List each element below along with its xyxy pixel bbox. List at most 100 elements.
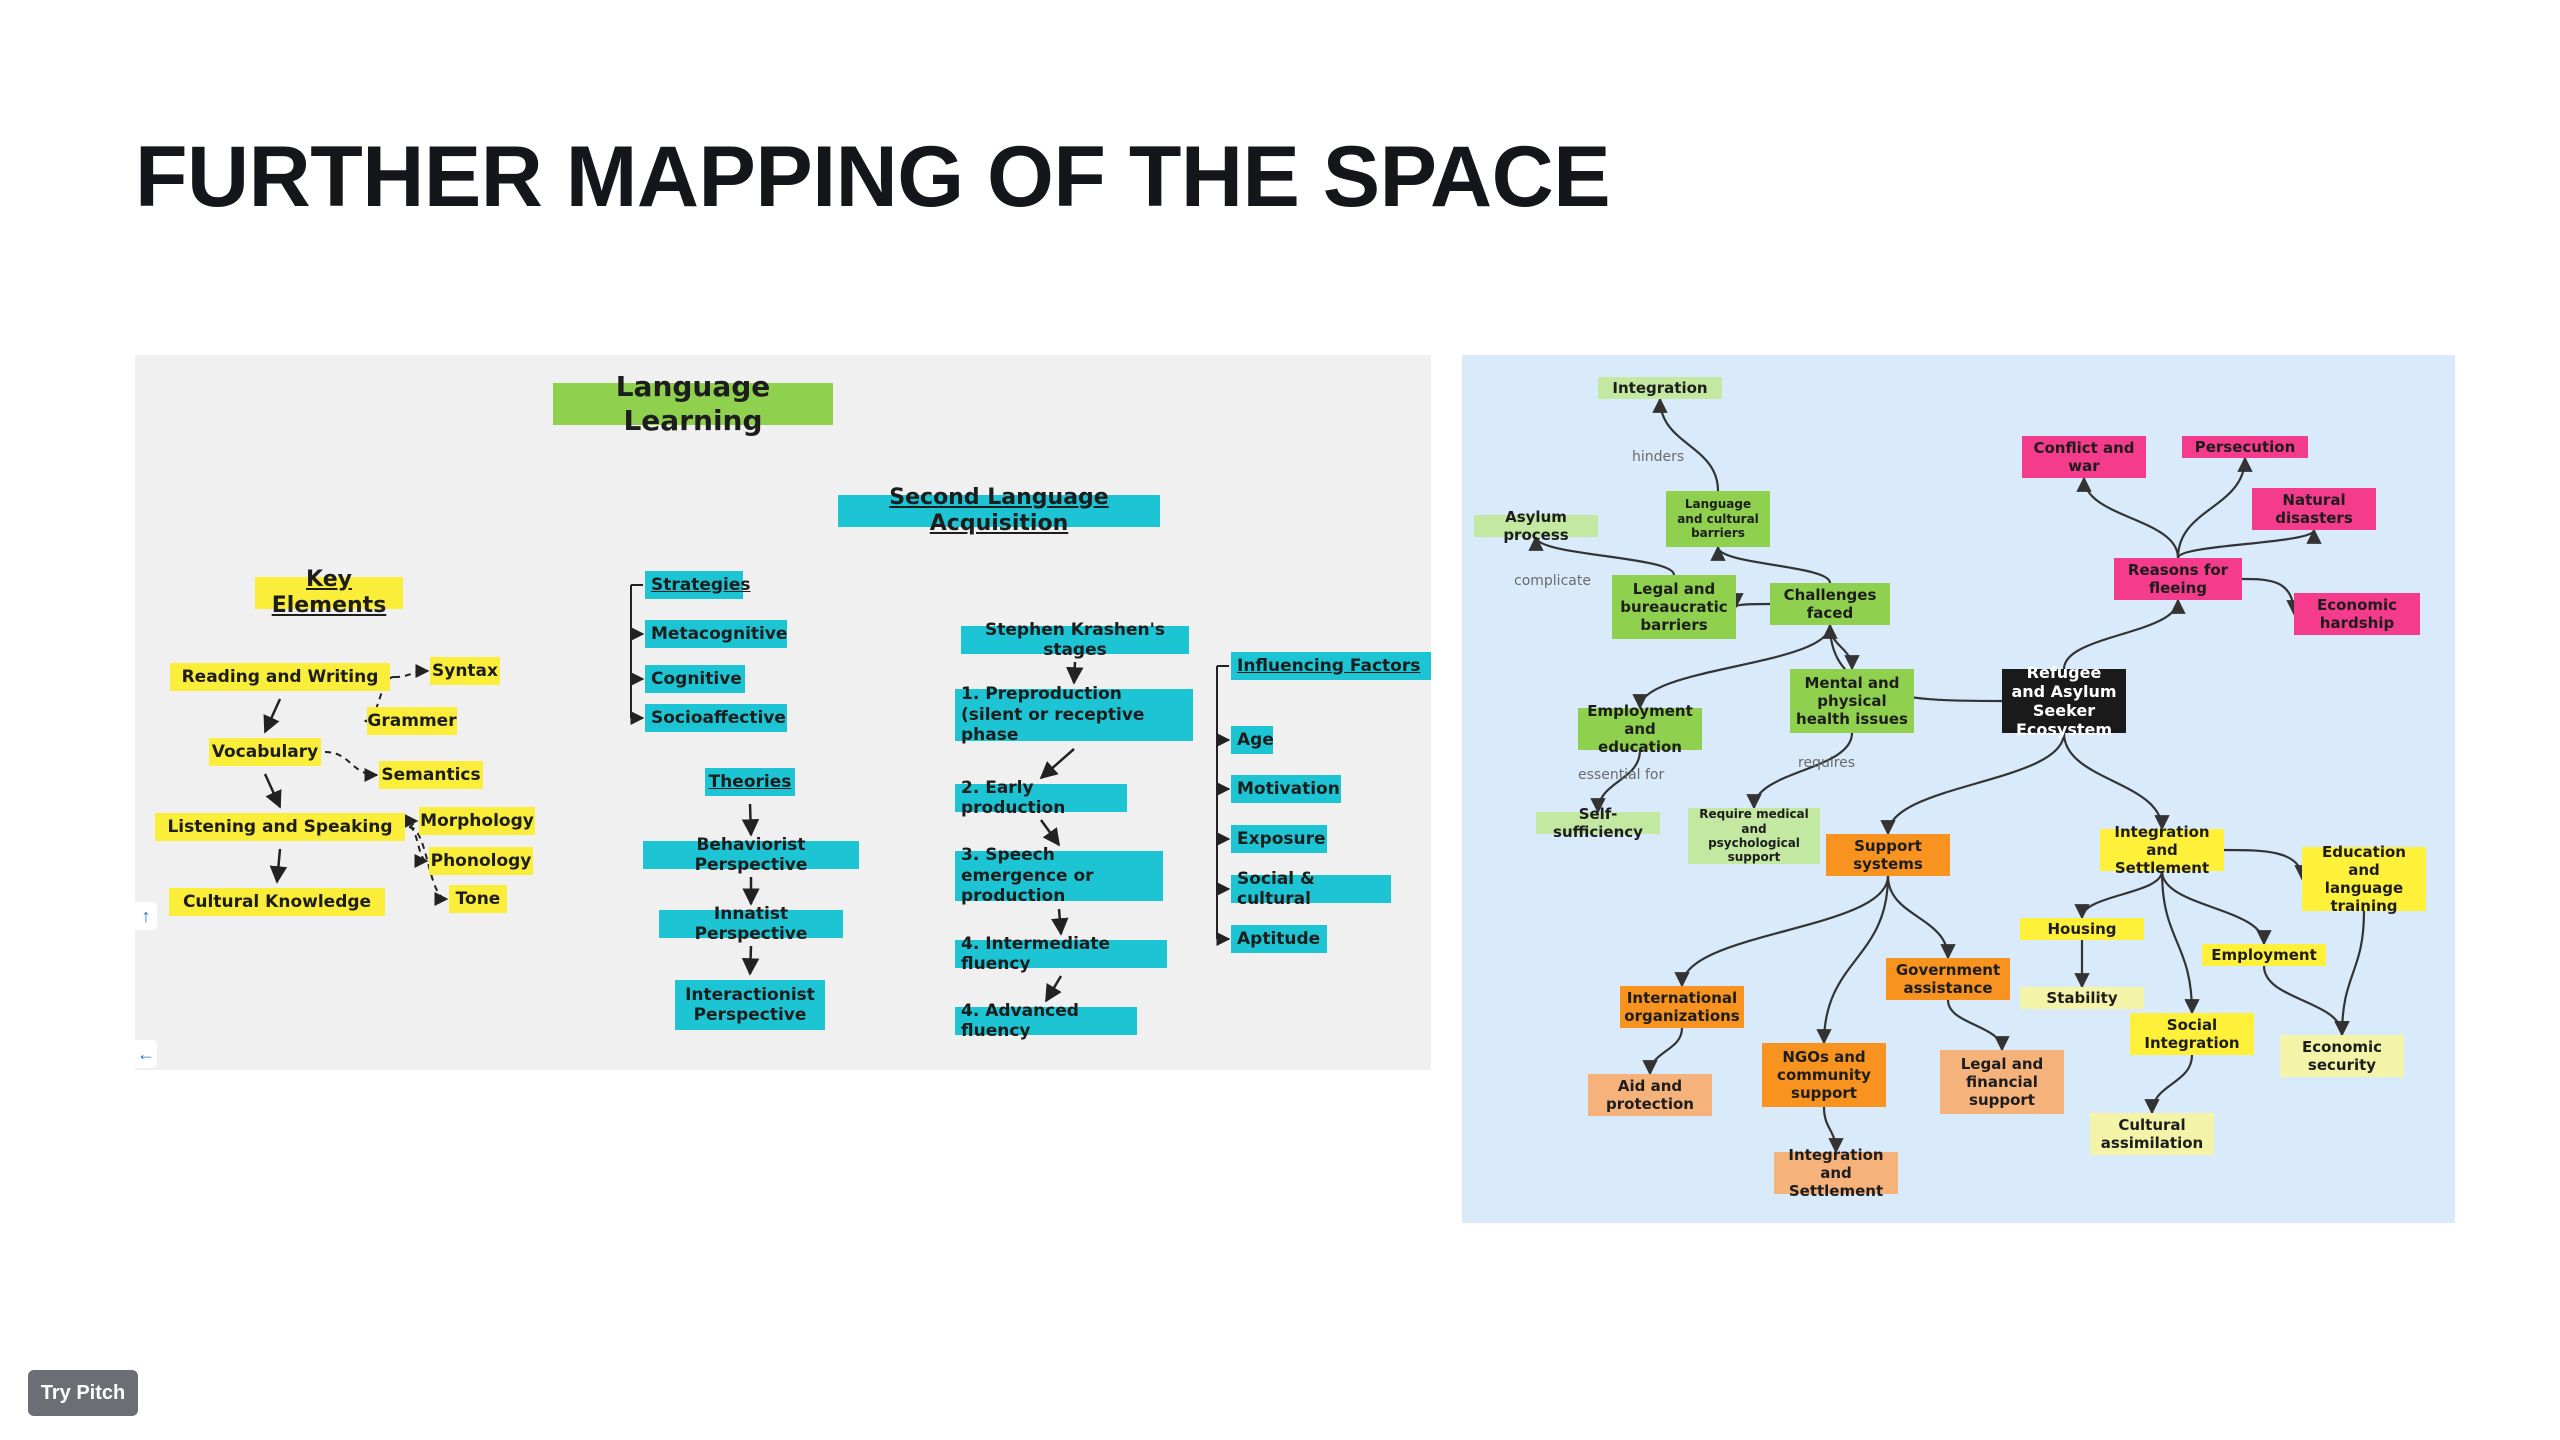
node-vocabulary: Vocabulary <box>209 738 321 766</box>
node-social-cultural: Social & cultural <box>1231 869 1391 909</box>
node-employment-edu: Employment and education <box>1578 702 1702 756</box>
edge-label-mental: requires <box>1798 755 1856 771</box>
node-cultural: Cultural Knowledge <box>169 888 385 916</box>
node-speech: 3. Speech emergence or production <box>955 845 1163 906</box>
node-exposure: Exposure <box>1231 825 1327 853</box>
node-cultural-assimilation: Cultural assimilation <box>2090 1113 2214 1155</box>
edge-preproduction-to-early <box>1039 748 1075 780</box>
edge-reasons-to-conflict <box>2076 476 2180 559</box>
node-aptitude: Aptitude <box>1231 925 1327 953</box>
node-preproduction: 1. Preproduction (silent or receptive ph… <box>955 684 1193 745</box>
edge-lang-barriers-to-integration-top <box>1652 397 1720 492</box>
node-key-elements: Key Elements <box>255 567 403 618</box>
edge-krashen-to-preproduction <box>1066 661 1084 685</box>
node-asylum: Asylum process <box>1474 508 1598 544</box>
edge-early-to-speech <box>1039 819 1061 847</box>
edge-employment-y-to-economic-security <box>2262 965 2350 1037</box>
node-economic-hardship: Economic hardship <box>2294 593 2420 635</box>
node-interactionist: Interactionist Perspective <box>675 980 825 1030</box>
node-cognitive: Cognitive <box>645 665 745 693</box>
edge-intermediate-to-advanced <box>1044 975 1063 1003</box>
edge-ecosystem-to-integration-settlement-y <box>2062 732 2170 831</box>
node-education-training: Education and language training <box>2302 843 2426 915</box>
node-syntax: Syntax <box>430 657 500 685</box>
node-age: Age <box>1231 726 1274 754</box>
node-early: 2. Early production <box>955 778 1127 818</box>
node-legal-barriers: Legal and bureaucratic barriers <box>1612 575 1736 639</box>
node-international: International organizations <box>1620 986 1744 1028</box>
edge-reasons-to-natural <box>2176 528 2322 560</box>
edge-reasons-to-persecution <box>2176 456 2253 559</box>
node-grammer: Grammer <box>367 707 457 735</box>
node-socioaffective: Socioaffective <box>645 704 787 732</box>
edge-label-legal-barriers: complicate <box>1514 573 1591 589</box>
arrow-up-icon[interactable]: ↑ <box>135 902 157 930</box>
node-persecution: Persecution <box>2182 436 2308 458</box>
node-strategies: Strategies <box>645 571 751 599</box>
edge-reading-writing-to-syntax <box>393 664 430 679</box>
node-lang-barriers: Language and cultural barriers <box>1666 491 1770 547</box>
edge-label-employment-edu: essential for <box>1578 767 1665 783</box>
node-advanced: 4. Advanced fluency <box>955 1001 1137 1041</box>
edge-listening-to-morphology <box>404 814 419 829</box>
edge-challenges-to-legal-barriers <box>1728 593 1771 609</box>
node-theories: Theories <box>705 768 795 796</box>
node-innatist: Innatist Perspective <box>659 904 843 944</box>
arrow-left-icon[interactable]: ← <box>135 1040 157 1068</box>
node-phonology: Phonology <box>429 847 533 875</box>
node-housing: Housing <box>2020 918 2144 940</box>
node-lang-learning: Language Learning <box>553 370 833 437</box>
node-reasons: Reasons for fleeing <box>2114 558 2242 600</box>
edge-support-to-government <box>1886 875 1956 960</box>
node-self-sufficiency: Self-sufficiency <box>1536 805 1660 841</box>
node-economic-security: Economic security <box>2280 1035 2404 1077</box>
node-integration-settlement-y: Integration and Settlement <box>2100 823 2224 877</box>
edge-ecosystem-to-reasons <box>2062 598 2186 670</box>
edge-innatist-to-interactionist <box>741 945 760 976</box>
edge-vocabulary-to-semantics <box>324 751 379 782</box>
edge-reading-writing-to-vocabulary <box>263 698 282 734</box>
node-conflict: Conflict and war <box>2022 436 2146 478</box>
refugee-ecosystem-diagram: Refugee and Asylum Seeker Ecosystem Reaso… <box>1462 355 2455 1223</box>
edge-theories-to-behaviorist <box>741 803 760 837</box>
node-legal-financial: Legal and financial support <box>1940 1050 2064 1114</box>
slide-title: FURTHER MAPPING OF THE SPACE <box>135 129 1611 225</box>
edge-integration-settlement-y-to-education-training <box>2223 848 2310 881</box>
edge-support-to-ngos <box>1816 875 1890 1045</box>
node-ecosystem: Refugee and Asylum Seeker Ecosystem <box>2002 663 2126 739</box>
edge-vocabulary-to-listening <box>263 773 282 809</box>
edge-education-training-to-economic-security <box>2334 910 2366 1037</box>
node-behaviorist: Behaviorist Perspective <box>643 835 859 875</box>
edge-government-to-legal-financial <box>1946 999 2010 1052</box>
node-influencing: Influencing Factors <box>1231 652 1431 680</box>
node-integration-top: Integration <box>1598 377 1722 399</box>
node-motivation: Motivation <box>1231 775 1341 803</box>
node-employment-y: Employment <box>2202 944 2326 966</box>
node-metacognitive: Metacognitive <box>645 620 787 648</box>
node-listening: Listening and Speaking <box>155 813 405 841</box>
node-government: Government assistance <box>1886 958 2010 1000</box>
node-krashen: Stephen Krashen's stages <box>961 620 1189 660</box>
node-intermediate: 4. Intermediate fluency <box>955 934 1167 974</box>
node-semantics: Semantics <box>379 761 483 789</box>
edge-label-lang-barriers: hinders <box>1632 449 1685 465</box>
node-stability: Stability <box>2020 987 2144 1009</box>
try-pitch-button[interactable]: Try Pitch <box>28 1370 138 1416</box>
node-mental: Mental and physical health issues <box>1790 669 1914 733</box>
node-reading-writing: Reading and Writing <box>170 663 390 691</box>
node-social-integration: Social Integration <box>2130 1013 2254 1055</box>
node-challenges: Challenges faced <box>1770 583 1890 625</box>
edge-support-to-international <box>1674 875 1890 988</box>
node-natural: Natural disasters <box>2252 488 2376 530</box>
edge-integration-settlement-y-to-employment-y <box>2160 870 2272 946</box>
edge-speech-to-intermediate <box>1051 908 1069 936</box>
node-morphology: Morphology <box>419 807 535 835</box>
node-support: Support systems <box>1826 834 1950 876</box>
node-medical: Require medical and psychological suppor… <box>1688 807 1820 864</box>
edge-challenges-to-mental <box>1828 624 1860 671</box>
node-aid: Aid and protection <box>1588 1074 1712 1116</box>
edge-listening-to-cultural <box>269 848 288 884</box>
edge-ecosystem-to-support <box>1880 732 2066 836</box>
node-ngos: NGOs and community support <box>1762 1043 1886 1107</box>
